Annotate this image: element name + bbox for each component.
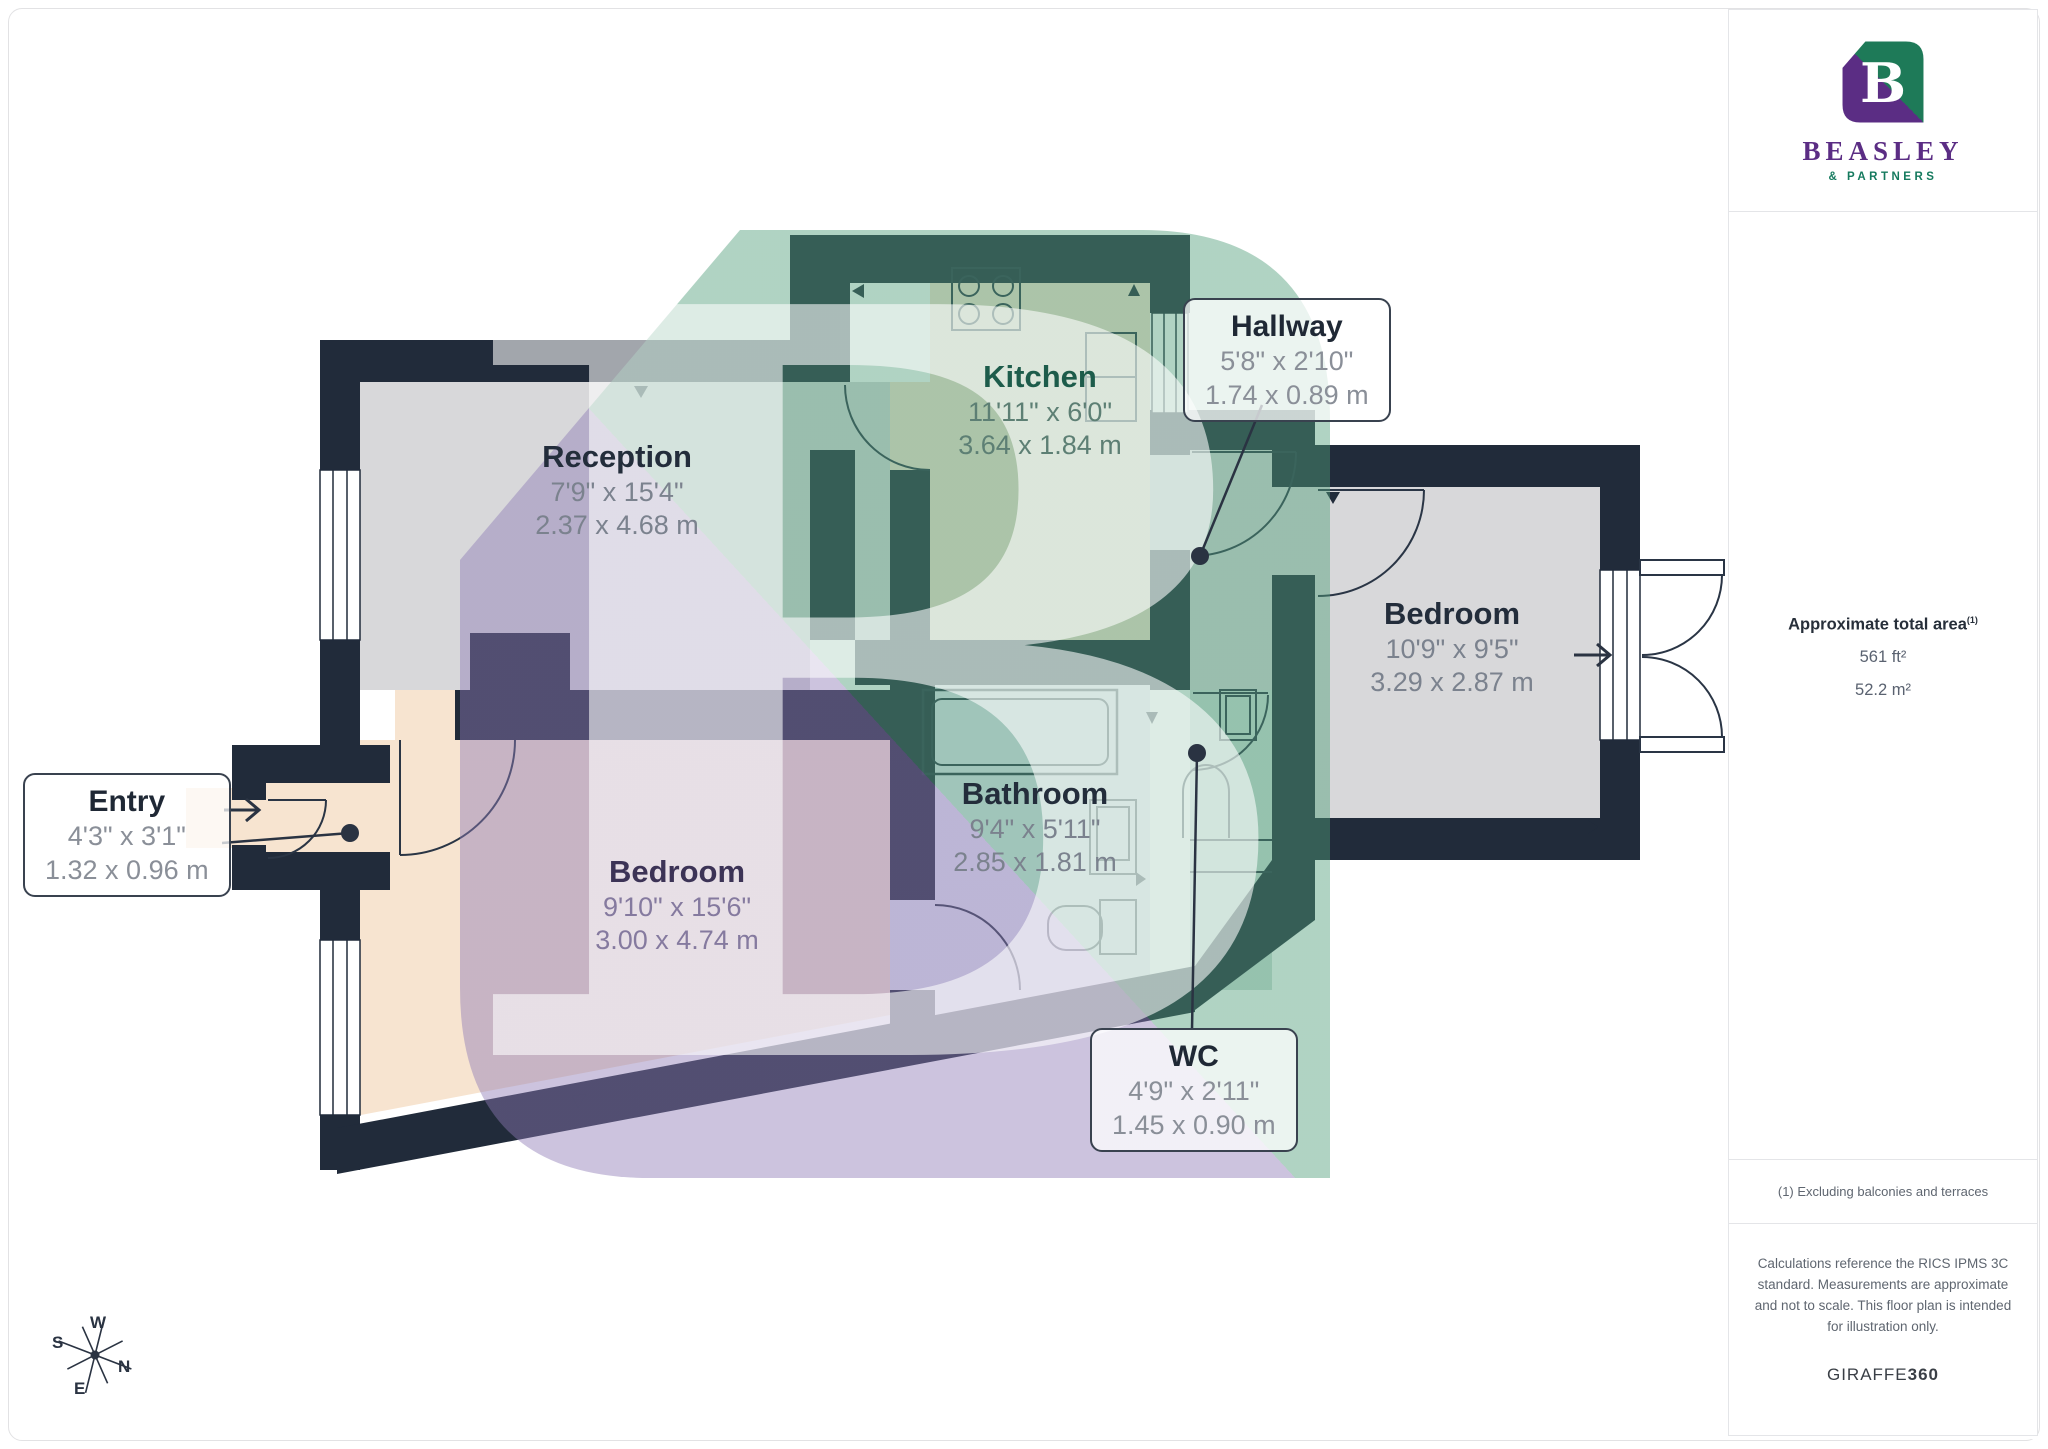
disclaimer-text: Calculations reference the RICS IPMS 3C …: [1754, 1256, 2012, 1334]
compass-rose: W S N E: [38, 1295, 168, 1425]
callout-entry: Entry 4'3" x 3'1" 1.32 x 0.96 m: [23, 773, 231, 898]
callout-size-imperial: 4'3" x 3'1": [67, 821, 186, 852]
agency-name: BEASLEY: [1802, 136, 1964, 166]
room-size-imperial: 7'9" x 15'4": [550, 476, 684, 507]
compass-south: S: [52, 1333, 64, 1352]
bedroom-arrow-icon: [1574, 642, 1613, 668]
callout-size-imperial: 5'8" x 2'10": [1220, 346, 1354, 377]
footnote-text: (1) Excluding balconies and terraces: [1777, 1184, 1989, 1199]
room-label-bathroom: Bathroom 9'4" x 5'11" 2.85 x 1.81 m: [953, 775, 1117, 879]
callout-name: WC: [1168, 1040, 1219, 1073]
brand-watermark: [460, 230, 1330, 1178]
room-size-imperial: 9'10" x 15'6": [602, 891, 752, 922]
callout-name: Hallway: [1230, 310, 1343, 343]
footnote-reference: (1): [1966, 614, 1978, 625]
svg-text:B: B: [1860, 51, 1906, 115]
info-sidebar: B BEASLEY & PARTNERS Approximate total a…: [1728, 9, 2038, 1439]
agency-tagline: & PARTNERS: [1828, 171, 1938, 183]
callout-size-metric: 1.45 x 0.90 m: [1112, 1109, 1276, 1140]
room-name: Bedroom: [1383, 596, 1521, 631]
room-label-reception: Reception 7'9" x 15'4" 2.37 x 4.68 m: [535, 438, 699, 542]
french-doors-icon: [1639, 559, 1725, 753]
room-size-imperial: 9'4" x 5'11": [969, 813, 1101, 844]
room-name: Bedroom: [608, 854, 746, 889]
room-name: Bathroom: [961, 776, 1109, 811]
room-size-metric: 2.85 x 1.81 m: [953, 846, 1117, 877]
giraffe360-credit: GIRAFFE360: [1753, 1362, 2013, 1388]
callout-size-metric: 1.74 x 0.89 m: [1205, 379, 1369, 410]
room-size-metric: 3.64 x 1.84 m: [958, 429, 1122, 460]
callout-name: Entry: [88, 785, 166, 818]
room-name: Reception: [542, 439, 692, 474]
credit-suffix: 360: [1907, 1364, 1940, 1384]
callout-size-imperial: 4'9" x 2'11": [1128, 1076, 1260, 1107]
room-size-imperial: 11'11" x 6'0": [967, 396, 1113, 427]
callouts-layer: Entry 4'3" x 3'1" 1.32 x 0.96 m Hallway …: [23, 298, 1391, 1425]
total-area-m: 52.2 m²: [1855, 681, 1911, 700]
callout-hallway: Hallway 5'8" x 2'10" 1.74 x 0.89 m: [1183, 298, 1391, 423]
agency-logo-icon: B: [1842, 41, 1924, 123]
agency-logo: B BEASLEY & PARTNERS: [1728, 9, 2038, 212]
room-size-metric: 3.29 x 2.87 m: [1370, 666, 1534, 697]
compass-star-icon: [58, 1316, 132, 1394]
footnote-panel: (1) Excluding balconies and terraces: [1728, 1159, 2038, 1224]
camera-dots: [341, 547, 1209, 842]
credit-brand: GIRAFFE: [1826, 1364, 1908, 1384]
room-size-metric: 2.37 x 4.68 m: [535, 509, 699, 540]
compass-east: E: [74, 1379, 86, 1398]
total-area-panel: Approximate total area(1) 561 ft² 52.2 m…: [1728, 211, 2038, 1160]
room-label-bedroom-right: Bedroom 10'9" x 9'5" 3.29 x 2.87 m: [1370, 595, 1534, 699]
disclaimer-panel: Calculations reference the RICS IPMS 3C …: [1728, 1223, 2038, 1436]
leader-lines: [221, 404, 1264, 1031]
room-size-metric: 3.00 x 4.74 m: [595, 924, 759, 955]
room-size-imperial: 10'9" x 9'5": [1385, 633, 1519, 664]
room-label-kitchen: Kitchen 11'11" x 6'0" 3.64 x 1.84 m: [958, 358, 1122, 462]
room-labels-layer: Reception 7'9" x 15'4" 2.37 x 4.68 m Kit…: [535, 358, 1534, 957]
callout-size-metric: 1.32 x 0.96 m: [45, 854, 209, 885]
room-label-bedroom-left: Bedroom 9'10" x 15'6" 3.00 x 4.74 m: [595, 853, 759, 957]
total-area-ft: 561 ft²: [1859, 648, 1907, 667]
direction-arrows: [224, 642, 1613, 823]
callout-wc: WC 4'9" x 2'11" 1.45 x 0.90 m: [1090, 1028, 1298, 1153]
compass-north: N: [118, 1357, 131, 1376]
total-area-heading-text: Approximate total area: [1788, 615, 1967, 634]
compass-west: W: [90, 1313, 107, 1332]
total-area-heading: Approximate total area(1): [1788, 615, 1978, 635]
room-name: Kitchen: [983, 359, 1097, 394]
